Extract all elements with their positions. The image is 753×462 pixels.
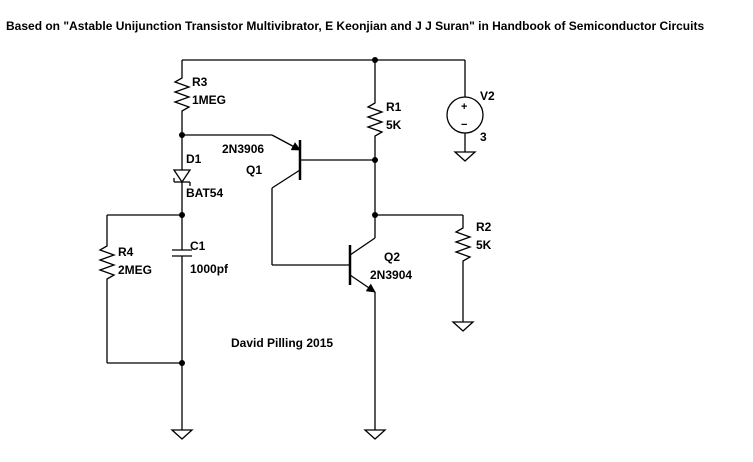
resistor-r3: R3 1MEG bbox=[173, 72, 226, 118]
v2-ref: V2 bbox=[480, 89, 495, 103]
v2-minus-sign: − bbox=[461, 119, 467, 131]
q1-ref: Q1 bbox=[246, 163, 262, 177]
v2-value: 3 bbox=[480, 130, 487, 144]
r4-ref: R4 bbox=[118, 245, 134, 259]
top-rail-wire bbox=[181, 59, 466, 97]
c1-value: 1000pf bbox=[190, 262, 229, 276]
transistor-q2: Q2 2N3904 bbox=[348, 237, 412, 440]
q2-value: 2N3904 bbox=[370, 268, 412, 282]
resistor-r1: R1 5K bbox=[366, 97, 402, 238]
junction-dot bbox=[372, 57, 378, 63]
r2-value: 5K bbox=[476, 238, 492, 252]
wire-q1-collector bbox=[271, 188, 350, 266]
resistor-r2: R2 5K bbox=[375, 214, 492, 332]
r2-ref: R2 bbox=[476, 220, 492, 234]
ground-symbol bbox=[453, 151, 477, 162]
ground-symbol bbox=[451, 321, 475, 332]
q1-value: 2N3906 bbox=[222, 142, 264, 156]
r3-ref: R3 bbox=[192, 75, 208, 89]
r1-ref: R1 bbox=[386, 100, 402, 114]
v2-plus-sign: + bbox=[461, 101, 467, 113]
r4-value: 2MEG bbox=[118, 263, 152, 277]
r1-value: 5K bbox=[386, 118, 402, 132]
diode-d1: D1 BAT54 bbox=[172, 152, 223, 240]
author-credit: David Pilling 2015 bbox=[231, 336, 333, 350]
q2-ref: Q2 bbox=[384, 250, 400, 264]
voltage-source-v2: + − V2 3 bbox=[446, 89, 495, 162]
ground-symbol bbox=[170, 429, 194, 440]
d1-value: BAT54 bbox=[186, 186, 223, 200]
ground-symbol bbox=[363, 429, 387, 440]
c1-ref: C1 bbox=[190, 239, 206, 253]
schematic-title: Based on "Astable Unijunction Transistor… bbox=[6, 19, 704, 33]
d1-ref: D1 bbox=[186, 152, 202, 166]
r3-value: 1MEG bbox=[192, 93, 226, 107]
transistor-q1: 2N3906 Q1 bbox=[222, 134, 375, 189]
resistor-r4: R4 2MEG bbox=[98, 214, 182, 364]
capacitor-c1: C1 1000pf bbox=[172, 239, 229, 430]
